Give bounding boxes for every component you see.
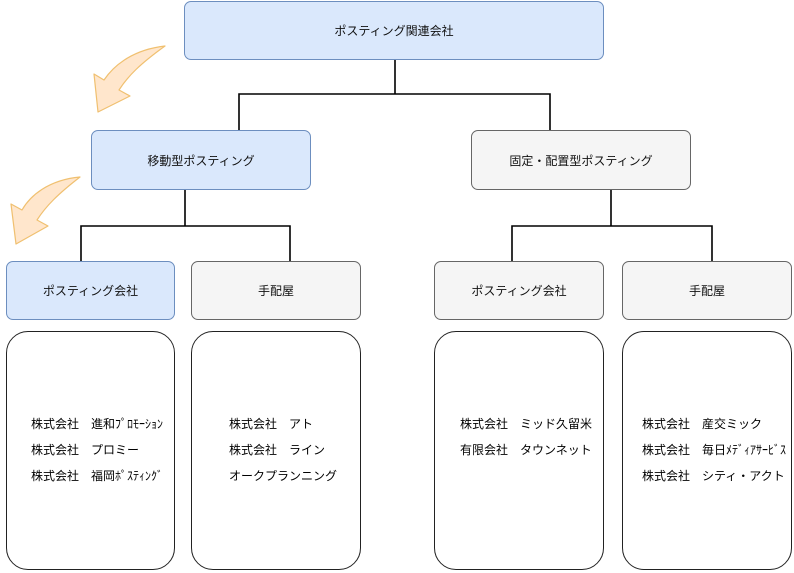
root-node[interactable]: ポスティング関連会社 (184, 1, 604, 60)
company-name: 産交ミック (702, 417, 763, 431)
company-type: 有限会社 (460, 443, 509, 457)
company-type: 株式会社 (31, 417, 80, 431)
leaf-node-fixed-broker[interactable]: 手配屋 (622, 261, 792, 320)
company-name: シティ・アクト (702, 469, 785, 483)
company-list: 株式会社ミッド久留米 有限会社タウンネット (435, 411, 603, 463)
company-name: 進和ﾌﾟﾛﾓｰｼｮﾝ (91, 417, 164, 431)
leaf-node-label: ポスティング会社 (42, 284, 139, 298)
company-name: タウンネット (520, 443, 592, 457)
connector-mobile-to-leaves (80, 190, 291, 261)
company-entry: 株式会社アト (229, 411, 360, 437)
category-node-label: 移動型ポスティング (147, 153, 255, 168)
company-entry: 株式会社ライン (229, 437, 360, 463)
company-name: ミッド久留米 (520, 417, 593, 431)
company-type: 株式会社 (460, 417, 509, 431)
company-type: 株式会社 (229, 417, 278, 431)
company-list-card: 株式会社ミッド久留米 有限会社タウンネット (434, 331, 604, 570)
company-entry: 株式会社福岡ﾎﾟｽﾃｨﾝｸﾞ (31, 463, 174, 489)
company-type: 株式会社 (642, 417, 691, 431)
company-list: 株式会社産交ミック 株式会社毎日ﾒﾃﾞｨｱｻｰﾋﾞｽ 株式会社シティ・アクト (623, 411, 791, 489)
company-type: 株式会社 (31, 443, 80, 457)
company-name: オークプランニング (229, 469, 338, 483)
company-list-card: 株式会社進和ﾌﾟﾛﾓｰｼｮﾝ 株式会社プロミー 株式会社福岡ﾎﾟｽﾃｨﾝｸﾞ (6, 331, 175, 570)
company-type: 株式会社 (642, 443, 691, 457)
leaf-node-label: 手配屋 (688, 284, 725, 298)
company-name: ライン (289, 443, 326, 457)
company-entry: オークプランニング (229, 463, 360, 489)
company-list: 株式会社進和ﾌﾟﾛﾓｰｼｮﾝ 株式会社プロミー 株式会社福岡ﾎﾟｽﾃｨﾝｸﾞ (7, 411, 174, 489)
connector-root-to-categories (238, 60, 551, 130)
company-entry: 株式会社産交ミック (642, 411, 791, 437)
company-entry: 有限会社タウンネット (460, 437, 603, 463)
company-type: 株式会社 (229, 443, 278, 457)
category-node-mobile[interactable]: 移動型ポスティング (91, 130, 311, 190)
company-name: 福岡ﾎﾟｽﾃｨﾝｸﾞ (91, 469, 164, 483)
leaf-node-label: 手配屋 (257, 284, 294, 298)
curved-arrow-icon-upper (93, 45, 166, 113)
leaf-node-fixed-posting[interactable]: ポスティング会社 (434, 261, 604, 320)
category-node-fixed[interactable]: 固定・配置型ポスティング (471, 130, 691, 190)
company-entry: 株式会社シティ・アクト (642, 463, 791, 489)
company-list-card: 株式会社産交ミック 株式会社毎日ﾒﾃﾞｨｱｻｰﾋﾞｽ 株式会社シティ・アクト (622, 331, 792, 570)
leaf-node-mobile-broker[interactable]: 手配屋 (191, 261, 361, 320)
company-list: 株式会社アト 株式会社ライン オークプランニング (192, 411, 360, 489)
connector-fixed-to-leaves (511, 190, 713, 261)
leaf-node-label: ポスティング会社 (471, 284, 567, 298)
company-type: 株式会社 (642, 469, 691, 483)
category-node-label: 固定・配置型ポスティング (509, 153, 653, 168)
root-node-label: ポスティング関連会社 (334, 24, 454, 38)
company-name: プロミー (91, 443, 140, 457)
company-type: 株式会社 (31, 469, 80, 483)
curved-arrow-icon-lower (10, 176, 81, 245)
company-list-card: 株式会社アト 株式会社ライン オークプランニング (191, 331, 361, 570)
leaf-node-mobile-posting[interactable]: ポスティング会社 (6, 261, 175, 320)
company-entry: 株式会社プロミー (31, 437, 174, 463)
company-entry: 株式会社進和ﾌﾟﾛﾓｰｼｮﾝ (31, 411, 174, 437)
company-entry: 株式会社毎日ﾒﾃﾞｨｱｻｰﾋﾞｽ (642, 437, 791, 463)
company-name: アト (289, 417, 314, 431)
company-entry: 株式会社ミッド久留米 (460, 411, 603, 437)
company-name: 毎日ﾒﾃﾞｨｱｻｰﾋﾞｽ (702, 443, 787, 457)
